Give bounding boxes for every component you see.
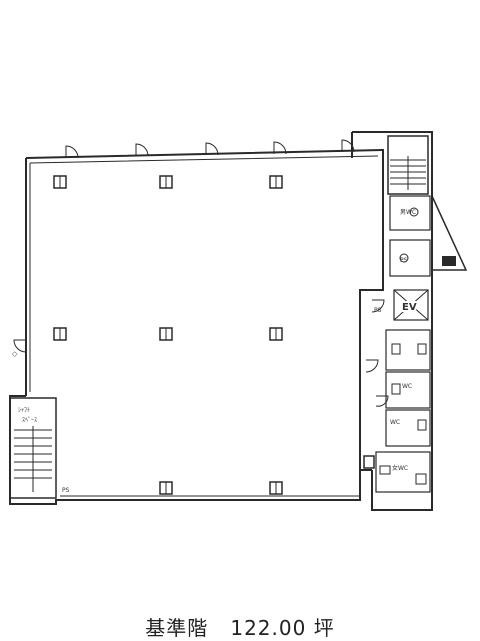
office-inner-wall <box>29 155 379 497</box>
floor-caption: 基準階 122.00 坪 <box>0 612 480 641</box>
room-upper <box>389 195 431 231</box>
core-stair-treads <box>390 156 426 190</box>
left-stair-block <box>9 397 57 499</box>
left-stair-label-2: ｽﾍﾟｰｽ <box>22 417 37 424</box>
left-wall-door <box>13 339 27 353</box>
svg-text:PS: PS <box>374 307 382 314</box>
svg-text:PS: PS <box>400 257 408 264</box>
elevator-shaft <box>393 289 429 321</box>
left-wall-mark: ◇ <box>12 350 18 358</box>
caption-space <box>306 616 313 640</box>
ev-label: EV <box>402 302 417 313</box>
annex-mark <box>442 256 456 266</box>
room-wc-c <box>375 451 431 493</box>
floor-name: 基準階 <box>145 616 209 640</box>
room-pantry <box>385 409 431 447</box>
column-marks <box>59 176 277 494</box>
fixtures <box>365 207 427 485</box>
room-mid <box>389 239 431 277</box>
floor-plan: ｼｬﾌﾄ ｽﾍﾟｰｽ ◇ <box>9 131 468 511</box>
top-wall-openings <box>65 139 355 159</box>
office-outer-wall <box>9 148 384 505</box>
svg-text:WC: WC <box>402 383 412 390</box>
core-outline <box>351 131 433 511</box>
area-unit: 坪 <box>313 616 335 640</box>
core-stair-block <box>387 135 429 195</box>
columns <box>53 175 375 495</box>
left-stair-treads <box>14 426 52 492</box>
room-wc-b <box>385 371 431 409</box>
core-annotations: 男WC PS PS WC WC 女WC PS <box>62 209 416 494</box>
left-stair-label: ｼｬﾌﾄ <box>18 407 30 414</box>
core-rooms <box>375 195 431 493</box>
floor-area: 122.00 <box>230 616 307 640</box>
svg-text:WC: WC <box>390 419 400 426</box>
svg-text:男WC: 男WC <box>400 209 416 216</box>
elevator-cross <box>393 289 429 321</box>
svg-text:女WC: 女WC <box>392 464 408 472</box>
svg-text:PS: PS <box>62 487 70 494</box>
room-wc-a <box>385 329 431 371</box>
column <box>363 455 375 469</box>
caption-gap <box>208 616 230 640</box>
triangle-annex <box>431 195 468 271</box>
